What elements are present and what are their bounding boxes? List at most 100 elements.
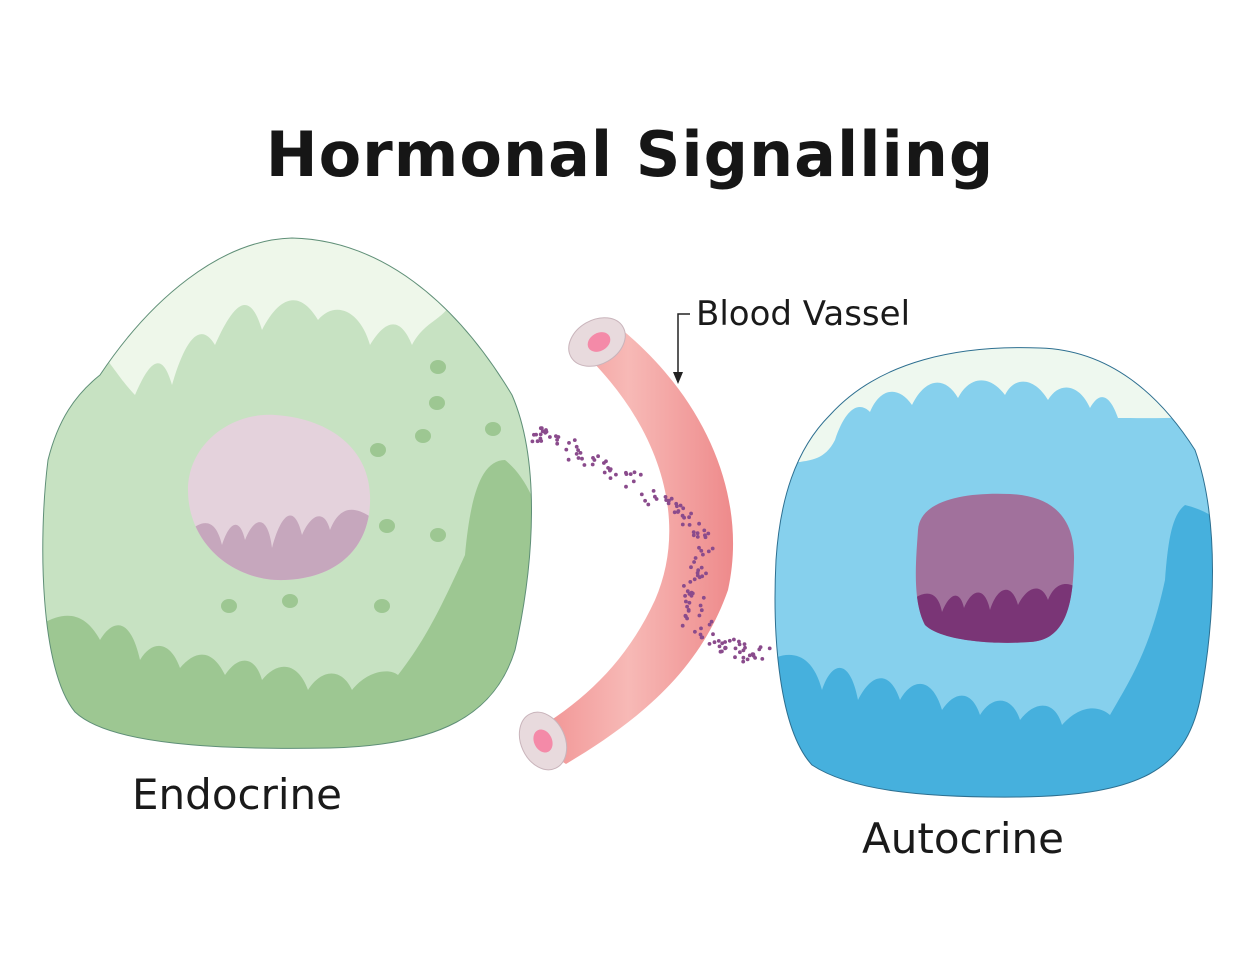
autocrine-shadow [775,505,1213,798]
hormone-particle [707,642,712,646]
hormone-particle [706,549,711,554]
hormone-particle [669,496,674,501]
hormone-particle [654,497,659,501]
hormone-particle [760,657,765,661]
hormone-particle [608,476,613,480]
hormone-particle [555,441,560,446]
hormone-particle [698,632,703,637]
hormone-particle [680,522,685,527]
autocrine-highlight [775,347,1213,462]
hormone-particle [693,629,697,634]
hormone-particle [683,613,688,618]
hormone-particle [691,530,696,534]
hormone-particle [699,635,704,640]
hormone-particle [674,501,679,506]
blood-vessel-pointer-arrowhead [673,372,683,384]
hormone-particle [688,580,693,584]
hormone-particle [624,484,628,489]
hormone-particle [687,600,692,605]
hormone-particle [666,501,671,506]
hormone-particle [707,622,712,627]
hormone-particle [723,646,728,650]
hormone-particle [723,640,727,644]
hormone-particle [576,448,580,452]
hormone-particle [691,533,696,538]
hormone-particle [709,619,714,624]
hormone-particle [720,649,724,654]
hormone-particle [539,439,544,443]
hormone-particle [687,515,691,520]
hormone-particle [676,510,680,514]
hormone-particle [701,552,705,557]
hormone-particle [596,454,600,459]
endocrine-granules [221,360,501,613]
hormone-particle [685,604,689,609]
hormone-particle [692,560,696,564]
hormone-particle [680,623,685,628]
hormone-particle [716,639,721,643]
hormone-particle [697,613,702,618]
blood-vessel-pointer [677,313,690,378]
hormone-particle [638,472,643,477]
hormone-particle [685,589,690,594]
hormone-particle [682,584,686,588]
blood-vessel-label: Blood Vassel [696,294,911,334]
hormone-particle [747,653,752,658]
hormone-particle [566,457,571,462]
hormone-particle [737,639,741,644]
hormone-particle [684,599,688,604]
hormone-particle [693,556,698,560]
hormone-particle [631,479,636,484]
hormone-particle [743,645,747,650]
hormone-particle [704,571,708,576]
hormone-particle [572,438,577,442]
hormone-particle [628,472,633,476]
hormone-particle [608,468,612,473]
hormone-particle [567,441,571,445]
hormone-particle [699,548,704,553]
hormone-particle [702,528,707,533]
hormone-particle [539,426,544,430]
autocrine-label: Autocrine [862,814,1065,863]
endocrine-cell [42,237,532,749]
hormone-particle [530,439,535,444]
hormone-particle [717,644,722,649]
hormone-particle [689,565,693,570]
hormone-particle [699,608,704,613]
hormone-particle [651,489,656,493]
hormone-particle [590,462,595,467]
hormone-particle [745,657,750,662]
hormone-particle [604,459,608,464]
hormone-particle [663,495,668,499]
hormone-particle [582,463,587,467]
hormone-particle [535,439,540,444]
hormone-particle [564,447,569,452]
hormone-particle [643,498,647,503]
hormone-particle [554,434,558,438]
hormone-particle [741,655,746,660]
hormone-particle [591,456,595,460]
hormone-particle [711,632,715,637]
hormone-particle [732,637,736,642]
hormone-particle [689,511,693,516]
hormone-particle [682,515,686,520]
endocrine-shadow [42,460,532,749]
hormone-particle [574,452,579,456]
hormone-particle [701,595,706,600]
hormone-particle [727,638,732,643]
hormone-particle [689,593,694,598]
hormone-particle [532,432,536,437]
hormone-particle [741,659,746,664]
hormone-particle [683,594,687,598]
hormone-particle [614,472,618,477]
hormone-particle [695,531,700,536]
hormone-particle [574,444,579,449]
hormone-particle [720,641,725,646]
hormone-particle [698,603,703,608]
hormone-particle [578,451,583,455]
hormone-particle [540,429,545,434]
hormone-particle [555,438,559,442]
hormone-particle [639,492,644,497]
hormone-particle [733,655,737,660]
